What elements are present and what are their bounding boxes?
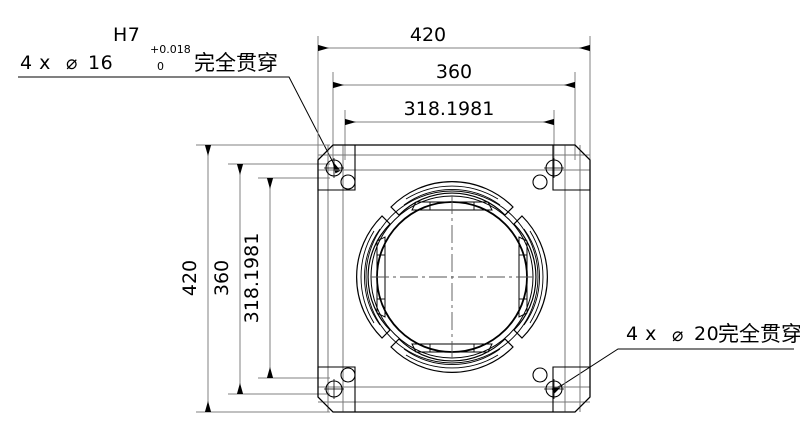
note-quantity-16: 4 x	[20, 52, 51, 74]
bore-outer-circle-2	[365, 190, 539, 364]
annotation-bottom-right: 4 x ⌀ 20 完全贯穿	[551, 322, 800, 394]
dimension-labels-vertical: 420 360 318.1981	[179, 233, 263, 324]
arc-jaw-left	[356, 215, 391, 339]
note-quantity-20: 4 x	[626, 323, 657, 345]
note-through-hole-20: 完全贯穿	[718, 322, 800, 346]
hole-16-bottom-left	[340, 367, 356, 383]
annotation-top-left: 4 x ⌀ 16 H7 +0.018 0 完全贯穿	[18, 24, 341, 174]
dim-text-420-horizontal: 420	[410, 24, 446, 46]
dimension-labels-horizontal: 420 360 318.1981	[404, 24, 495, 120]
diameter-symbol-icon: ⌀	[66, 52, 78, 74]
tolerance-upper: +0.018	[150, 43, 191, 56]
hole-center-marks	[324, 158, 564, 399]
arc-jaw-right	[513, 215, 548, 339]
dim-text-360-horizontal: 360	[436, 61, 472, 83]
arc-jaw-bottom	[390, 338, 514, 373]
arc-jaw-top	[390, 181, 514, 216]
tolerance-lower: 0	[157, 60, 164, 73]
hole-16-top-left	[340, 174, 356, 190]
leader-line-20	[551, 348, 794, 394]
leader-line-16	[18, 76, 341, 174]
centerline-cross	[371, 196, 533, 358]
note-through-hole-16: 完全贯穿	[194, 51, 278, 75]
diameter-symbol-icon-2: ⌀	[672, 324, 684, 346]
hole-16-top-right	[532, 174, 548, 190]
dim-text-420-vertical: 420	[179, 260, 201, 296]
fit-class-h7: H7	[113, 24, 140, 46]
part-geometry	[317, 144, 591, 413]
note-diameter-16: 16	[88, 52, 113, 74]
dim-text-318-horizontal: 318.1981	[404, 98, 495, 120]
hole-16-bottom-right	[532, 367, 548, 383]
dim-text-360-vertical: 360	[211, 260, 233, 296]
note-diameter-20: 20	[694, 323, 719, 345]
dim-text-318-vertical: 318.1981	[241, 233, 263, 324]
